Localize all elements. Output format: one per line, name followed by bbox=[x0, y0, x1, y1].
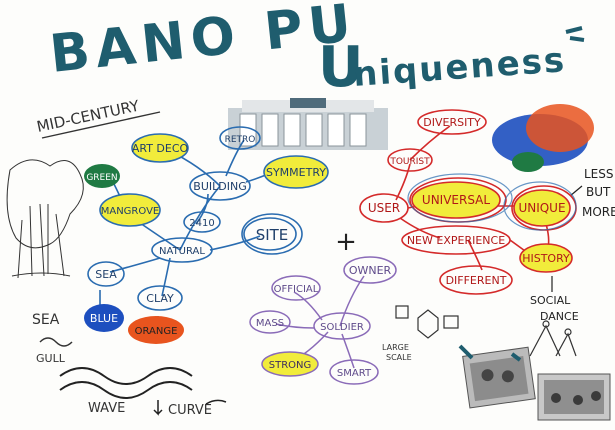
node-year: 2410 bbox=[189, 218, 214, 229]
sea-note: SEA bbox=[32, 312, 60, 328]
node-site: SITE bbox=[256, 226, 289, 244]
node-strong: STRONG bbox=[269, 360, 312, 371]
gull-note: GULL bbox=[36, 352, 66, 365]
node-sea: SEA bbox=[95, 268, 117, 281]
mangrove-highlight bbox=[100, 194, 160, 226]
node-diversity: DIVERSITY bbox=[423, 116, 481, 129]
art-deco-highlight bbox=[132, 134, 188, 162]
orange-fill bbox=[128, 316, 184, 344]
title: BANO PU U niqueness bbox=[47, 0, 585, 100]
symmetry-highlight bbox=[264, 156, 328, 188]
large-scale-note: LARGE SCALE bbox=[382, 343, 412, 362]
title-line2: niqueness bbox=[352, 40, 567, 95]
node-user: USER bbox=[368, 201, 400, 215]
building-photo-icon bbox=[228, 98, 388, 150]
unique-highlight bbox=[514, 190, 570, 226]
right-map-labels: DIVERSITY TOURIST USER UNIVERSAL UNIQUE … bbox=[368, 116, 570, 287]
node-symmetry: SYMMETRY bbox=[266, 166, 326, 179]
scale-label: SCALE bbox=[386, 353, 412, 362]
node-history: HISTORY bbox=[522, 252, 570, 265]
blue-overlay-ovals bbox=[407, 173, 577, 231]
node-retro: RETRO bbox=[225, 135, 256, 145]
geometry-sketch-icon bbox=[395, 305, 459, 339]
node-new-experience: NEW EXPERIENCE bbox=[407, 234, 505, 247]
node-smart: SMART bbox=[337, 368, 372, 379]
title-big-u: U bbox=[318, 35, 363, 100]
curve-arrow-icon bbox=[153, 400, 163, 416]
social-dance-note: SOCIAL DANCE bbox=[530, 276, 579, 323]
node-art-deco: ART DECO bbox=[132, 142, 189, 155]
photo-thumbnails-icon bbox=[458, 344, 611, 421]
node-mass: MASS bbox=[256, 318, 284, 329]
dance-label: DANCE bbox=[540, 310, 579, 323]
gull-sketch bbox=[39, 337, 73, 347]
wave-note: WAVE bbox=[88, 401, 125, 416]
blue-fill bbox=[84, 304, 124, 332]
node-unique: UNIQUE bbox=[518, 201, 565, 215]
note-but: BUT bbox=[586, 185, 611, 199]
large-label: LARGE bbox=[382, 343, 409, 352]
plus-symbol: + bbox=[335, 227, 357, 257]
node-tourist: TOURIST bbox=[389, 157, 430, 167]
less-but-more-note: LESS BUT MORE bbox=[569, 167, 615, 219]
node-mangrove: MANGROVE bbox=[101, 206, 160, 217]
note-more: MORE bbox=[582, 205, 615, 219]
node-clay: CLAY bbox=[146, 292, 174, 305]
note-less: LESS bbox=[584, 167, 614, 181]
mid-century-underline bbox=[41, 111, 161, 139]
node-different: DIFFERENT bbox=[446, 274, 507, 287]
middle-map-node-outlines bbox=[249, 256, 397, 385]
node-official: OFFICIAL bbox=[274, 284, 319, 295]
left-map-labels: ART DECO RETRO SYMMETRY GREEN BUILDING M… bbox=[86, 135, 326, 337]
universal-highlight bbox=[412, 182, 500, 218]
node-universal: UNIVERSAL bbox=[422, 193, 490, 207]
history-highlight bbox=[520, 244, 572, 272]
node-owner: OWNER bbox=[349, 264, 392, 277]
tree-sketch-icon bbox=[6, 159, 84, 279]
title-flourish bbox=[565, 26, 585, 42]
node-soldier: SOLDIER bbox=[320, 322, 364, 333]
venn-circles-icon bbox=[492, 104, 594, 172]
mid-century-note: MID-CENTURY bbox=[35, 96, 142, 135]
wave-sketch bbox=[59, 367, 193, 399]
curve-note: CURVE bbox=[168, 403, 212, 418]
node-green: GREEN bbox=[86, 173, 117, 183]
left-map-node-outlines bbox=[87, 126, 329, 311]
green-fill bbox=[84, 164, 120, 188]
curve-flourish bbox=[205, 399, 227, 405]
dancer-sketch-icon bbox=[529, 320, 577, 357]
node-orange: ORANGE bbox=[135, 326, 178, 337]
node-natural: NATURAL bbox=[159, 246, 205, 257]
node-blue: BLUE bbox=[90, 312, 118, 325]
strong-highlight bbox=[262, 352, 318, 376]
social-label: SOCIAL bbox=[530, 294, 571, 307]
title-line1: BANO PU bbox=[47, 0, 360, 85]
node-building: BUILDING bbox=[193, 180, 246, 193]
middle-map-labels: OWNER OFFICIAL MASS SOLDIER STRONG SMART bbox=[256, 264, 392, 379]
